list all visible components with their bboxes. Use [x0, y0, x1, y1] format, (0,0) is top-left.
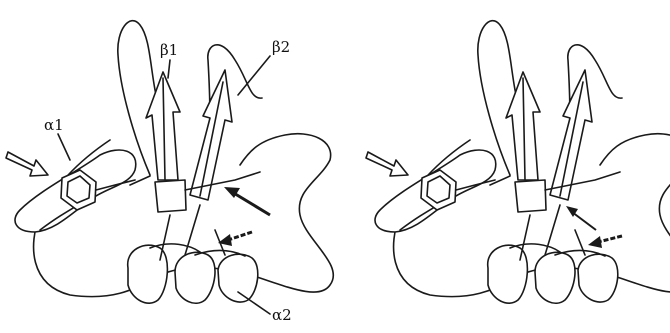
- label-alpha2: α2: [272, 306, 292, 324]
- left-ribbon: [15, 21, 333, 304]
- right-ribbon: [375, 21, 670, 304]
- solid-arrow-lower-right: [588, 236, 622, 248]
- left-stereo-view: β1 β2 α1 α2: [6, 21, 333, 324]
- leader-alpha1: [58, 134, 70, 160]
- label-beta1: β1: [160, 41, 178, 59]
- right-stereo-view: [366, 21, 670, 304]
- leader-beta1: [168, 60, 170, 78]
- solid-arrow-upper-right: [566, 206, 596, 230]
- leader-alpha2: [238, 292, 270, 314]
- label-alpha1: α1: [44, 116, 64, 134]
- label-beta2: β2: [272, 38, 290, 56]
- open-arrow-right: [366, 152, 408, 176]
- solid-arrow-lower-left: [218, 232, 252, 246]
- solid-arrow-upper-left: [224, 187, 270, 215]
- open-arrow-left: [6, 152, 48, 176]
